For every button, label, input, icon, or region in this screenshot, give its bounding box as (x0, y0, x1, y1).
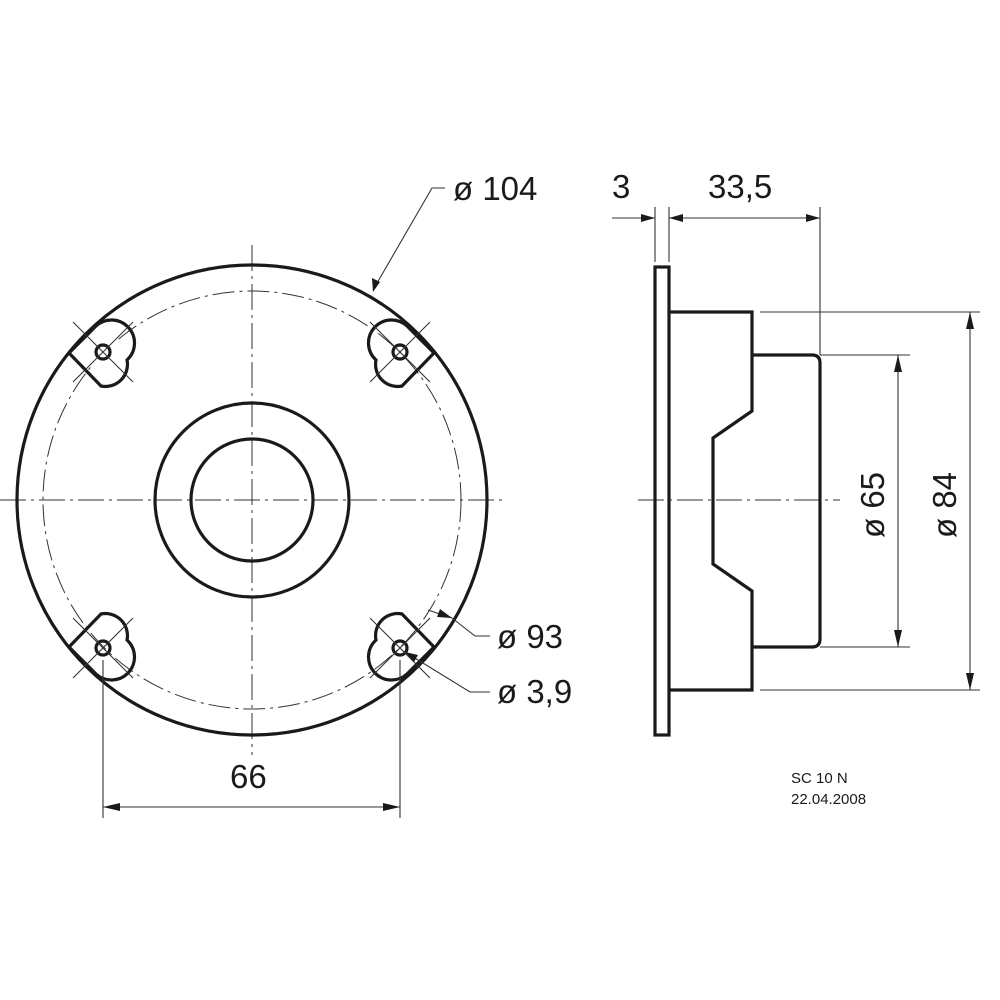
dim-hole-diameter (404, 651, 490, 693)
front-view: ø 104 ø 93 ø 3,9 66 (0, 170, 572, 818)
dim-flange-and-depth (612, 207, 821, 355)
label-outer-diameter: ø 104 (453, 170, 537, 207)
label-magnet-diameter: ø 65 (854, 472, 891, 538)
model-name: SC 10 N (791, 770, 848, 787)
dim-bolt-circle (427, 609, 490, 637)
bolt-circle (42, 290, 462, 710)
side-view: 3 33,5 ø 65 ø 84 (612, 168, 980, 737)
mounting-hole-top-right (391, 343, 409, 361)
mounting-tab-top-right (366, 318, 437, 389)
mounting-tab-top-left (66, 318, 137, 389)
label-housing-diameter: ø 84 (926, 472, 963, 538)
inner-dome-circle (189, 437, 315, 563)
mounting-hole-bottom-left (94, 639, 112, 657)
mounting-hole-top-left (94, 343, 112, 361)
label-flange-thickness: 3 (612, 168, 630, 205)
drawing-date: 22.04.2008 (791, 791, 866, 808)
mounting-tab-bottom-left (66, 611, 137, 682)
dim-hole-spacing (102, 660, 401, 818)
housing-profile (669, 310, 754, 692)
label-hole-spacing: 66 (230, 758, 267, 795)
dim-housing-diameter (760, 311, 980, 691)
mounting-tab-bottom-right (366, 611, 437, 682)
label-bolt-circle: ø 93 (497, 618, 563, 655)
outer-dome-circle (153, 401, 351, 599)
magnet-profile (752, 353, 822, 649)
outer-flange-circle (15, 263, 489, 737)
dim-magnet-diameter (820, 354, 910, 648)
label-depth: 33,5 (708, 168, 772, 205)
mounting-hole-bottom-right (391, 639, 409, 657)
flange-plate (653, 265, 671, 737)
label-hole-diameter: ø 3,9 (497, 673, 572, 710)
dim-outer-diameter (372, 187, 445, 292)
